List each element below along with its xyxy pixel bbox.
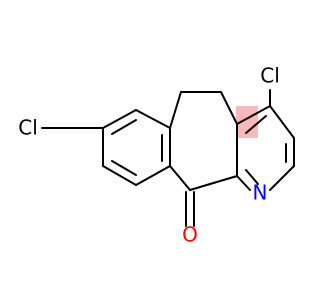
atom-cl-right: Cl (260, 64, 280, 88)
bond (135, 165, 171, 186)
pyridine-highlight (236, 106, 258, 138)
bond (269, 165, 295, 191)
cycloheptane-bridge (169, 91, 238, 191)
double-bond (111, 119, 137, 135)
double-bond (245, 115, 267, 134)
double-bond (245, 169, 259, 185)
molecule-diagram: Cl Cl O N (18, 64, 295, 247)
structure-canvas: Cl Cl O N (18, 64, 295, 247)
bond (169, 91, 182, 129)
bond (135, 109, 171, 129)
bond (236, 105, 271, 125)
pyridine-ring (236, 105, 295, 191)
atom-nitrogen: N (253, 181, 268, 205)
benzene-ring (102, 109, 171, 186)
atom-oxygen: O (182, 223, 198, 247)
bond (220, 91, 238, 125)
bond (102, 165, 137, 186)
carbonyl-group (185, 191, 195, 227)
bond (102, 109, 137, 129)
bond (269, 105, 295, 139)
bond (236, 175, 251, 191)
atom-cl-left: Cl (18, 116, 38, 140)
bond (169, 165, 191, 191)
double-bond (111, 160, 137, 176)
bond (189, 175, 238, 191)
